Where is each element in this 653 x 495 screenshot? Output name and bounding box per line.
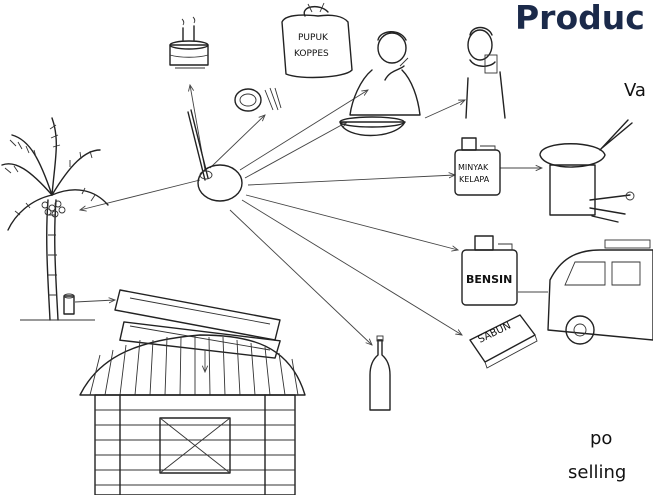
fuel-jerrycan-icon: BENSIN — [462, 236, 517, 305]
arrow-to-drinking-man — [425, 100, 465, 118]
fertilizer-sack-icon: PUPUK KOPPES — [282, 3, 352, 77]
arrows — [75, 85, 548, 345]
coconut-icon — [188, 110, 242, 201]
oil-label-2: KELAPA — [459, 175, 490, 184]
trunk-stump-icon — [64, 294, 74, 314]
arrow-to-eating-man — [240, 90, 368, 170]
planks-icon — [115, 290, 281, 366]
man-drinking-icon — [466, 28, 505, 119]
fertilizer-label-1: PUPUK — [298, 33, 329, 43]
fuel-label: BENSIN — [466, 273, 512, 286]
man-eating-icon — [350, 32, 420, 115]
car-icon — [548, 240, 653, 344]
coconut-bowl-icon — [340, 117, 405, 136]
bottle-icon — [370, 336, 390, 410]
arrow-to-fuel — [246, 195, 458, 250]
soap-label: SABUN — [476, 320, 512, 345]
arrow-to-bowl — [245, 122, 347, 178]
cake-icon — [170, 17, 208, 68]
arrow-to-tree — [80, 180, 200, 210]
arrow-trunk-to-planks — [75, 300, 115, 302]
oil-jerrycan-icon: MINYAK KELAPA — [455, 138, 500, 195]
arrow-to-oil — [248, 175, 455, 185]
fertilizer-label-2: KOPPES — [294, 49, 329, 59]
soap-bar-icon: SABUN — [470, 315, 537, 368]
stove-with-wok-icon — [540, 120, 634, 222]
coconut-shell-icon — [235, 88, 281, 111]
palm-tree-icon — [2, 118, 108, 320]
arrow-to-bottle — [230, 210, 372, 345]
oil-label-1: MINYAK — [458, 163, 489, 172]
arrow-to-soap — [242, 200, 462, 335]
thatched-hut-icon — [80, 335, 305, 495]
